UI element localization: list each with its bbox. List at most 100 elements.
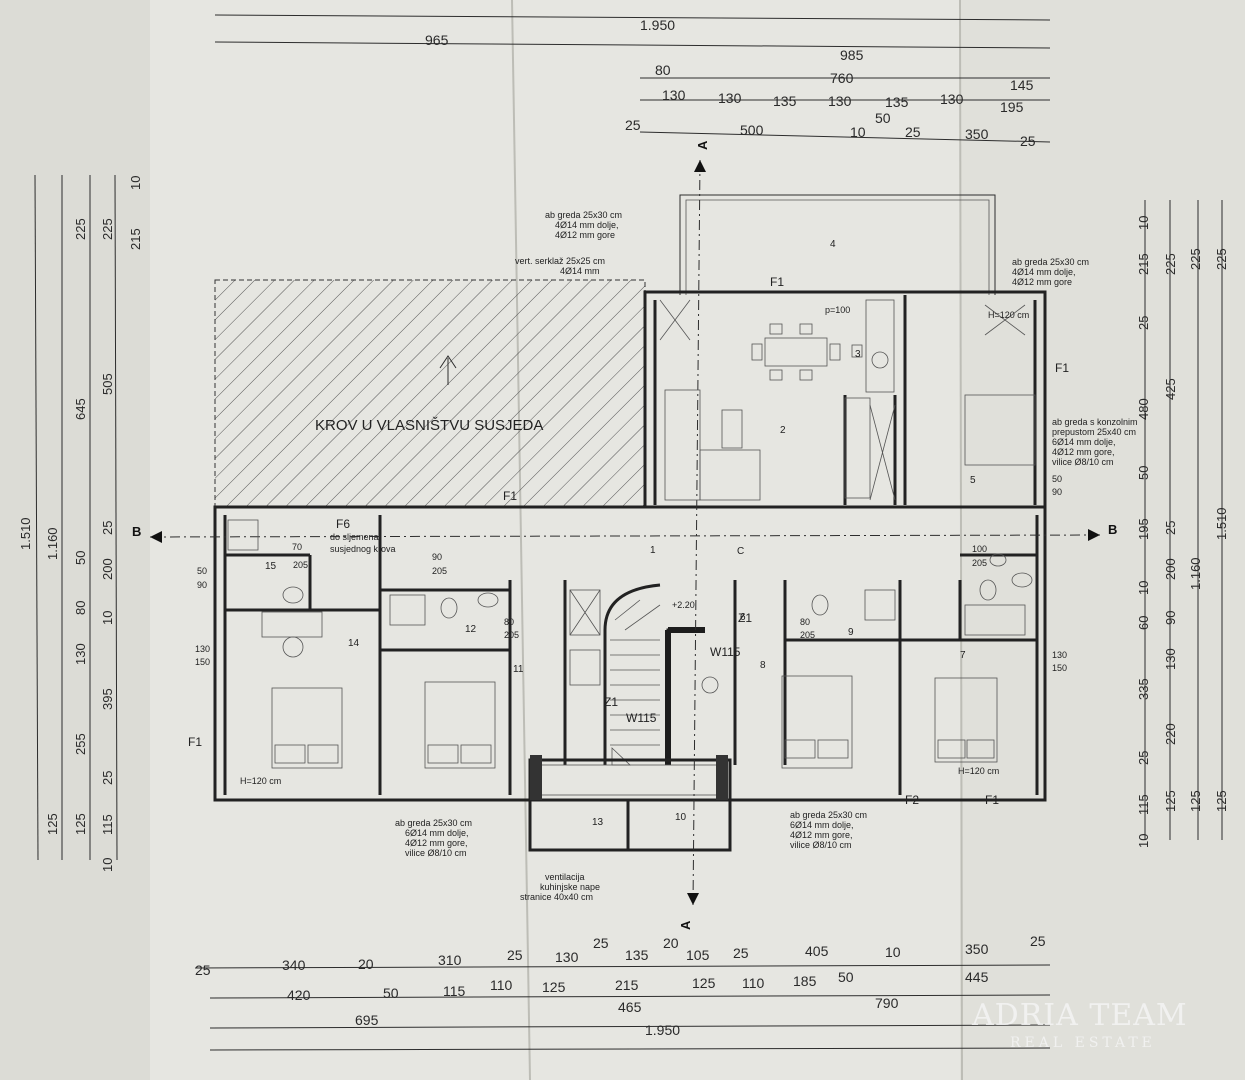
dim-left-10b: 10 <box>100 858 115 872</box>
sd-12: 100 <box>972 544 987 554</box>
left-dimensions: 1.510 1.160 125 225 645 50 80 130 255 12… <box>18 174 143 872</box>
dim-right-60: 60 <box>1136 616 1151 630</box>
dim-right-335: 335 <box>1136 678 1151 700</box>
dim-left-115: 115 <box>100 814 115 835</box>
bed-room-5 <box>964 394 1036 466</box>
dim-right-215: 215 <box>1136 253 1151 275</box>
room-5: 5 <box>970 475 976 486</box>
note-beam-rc-4: vilice Ø8/10 cm <box>1052 457 1114 467</box>
dim-right-50: 50 <box>1136 466 1151 480</box>
building-walls <box>149 159 1101 906</box>
paper-fold-right <box>959 0 963 1080</box>
dim-bot3-1: 465 <box>618 999 642 1015</box>
dim-bot2-6: 125 <box>692 975 716 991</box>
dim-bot1-13: 350 <box>965 941 989 957</box>
dim-left-50: 50 <box>73 551 88 565</box>
dim-bot2-3: 110 <box>490 977 513 993</box>
window-sill-top: p=100 <box>825 305 850 315</box>
window-height-left: H=120 cm <box>240 776 281 786</box>
sd-3: 205 <box>432 566 447 576</box>
room-2: 2 <box>780 425 786 436</box>
window-height-top-right: H=120 cm <box>988 310 1029 320</box>
sd-24: 50 <box>1052 474 1062 484</box>
note-beam-tr-0: ab greda 25x30 cm <box>1012 257 1089 267</box>
watermark-line1: ADRIA TEAM <box>971 998 1188 1033</box>
bed-room-11 <box>424 681 496 769</box>
sd-20: 130 <box>195 644 210 654</box>
dining-table <box>764 337 828 367</box>
sofa <box>664 389 701 501</box>
dim-right-25b: 25 <box>1136 751 1151 765</box>
dim-right-425: 425 <box>1163 378 1178 400</box>
dim-bot2-10: 445 <box>965 969 989 985</box>
dim-bot1-0: 25 <box>195 962 211 978</box>
column-left-entry <box>530 755 542 800</box>
dim-row4-g: 195 <box>1000 99 1024 115</box>
window-f1-left: F1 <box>188 735 202 749</box>
dim-right-10b: 10 <box>1136 581 1151 595</box>
dim-row3-a: 80 <box>655 62 671 78</box>
room-13: 13 <box>592 817 604 828</box>
note-serklaz-1: 4Ø14 mm <box>560 266 600 276</box>
dim-left-225b: 225 <box>100 218 115 240</box>
bed-room-8 <box>781 675 853 769</box>
dim-bot1-3: 310 <box>438 952 462 968</box>
room-3: 3 <box>855 349 861 360</box>
dim-bot3-0: 695 <box>355 1012 379 1028</box>
room-1: 1 <box>650 545 656 556</box>
note-f6-2: susjednog krova <box>330 544 396 554</box>
room-12: 12 <box>465 624 477 635</box>
paper-shade-right <box>960 0 1245 1080</box>
dim-row4-c: 135 <box>773 93 797 109</box>
opening-labels: F1 F1 F1 F1 F1 F2 F6 W115 W115 Z1 Z1 H=1… <box>188 275 1069 807</box>
dim-row4b: 50 <box>875 110 891 126</box>
dim-bot2-7: 110 <box>742 975 765 991</box>
dim-bot1-12: 10 <box>885 944 901 960</box>
note-beam-rc-2: 6Ø14 mm dolje, <box>1052 437 1116 447</box>
sd-19: 90 <box>197 580 207 590</box>
room-15: 15 <box>265 561 277 572</box>
note-beam-tl-1: 4Ø14 mm dolje, <box>555 220 619 230</box>
window-f1-bottom: F1 <box>985 793 999 807</box>
dim-bot2-9: 50 <box>838 969 854 985</box>
dim-right-10c: 10 <box>1136 834 1151 848</box>
room-numbers: 1 2 3 4 5 6 7 8 9 10 11 12 13 14 15 C <box>265 239 976 828</box>
dim-bot1-8: 20 <box>663 935 679 951</box>
note-vent-2: stranice 40x40 cm <box>520 892 593 902</box>
room-8: 8 <box>760 660 766 671</box>
dim-right-225: 225 <box>1163 253 1178 275</box>
section-b-left: B <box>132 524 141 539</box>
note-beam-br-1: 6Ø14 mm dolje, <box>790 820 854 830</box>
dim-bot2-2: 115 <box>443 983 466 999</box>
sd-23: 150 <box>1052 663 1067 673</box>
dim-right-115: 115 <box>1136 794 1151 815</box>
dim-bot2-8: 185 <box>793 973 817 989</box>
dim-bot4-0: 1.950 <box>645 1022 680 1038</box>
dim-right-480: 480 <box>1136 398 1151 420</box>
window-f6: F6 <box>336 517 350 531</box>
dim-bot2-1: 50 <box>383 985 399 1001</box>
door-w115-b: W115 <box>626 711 657 725</box>
dim-row5-c: 10 <box>850 124 866 140</box>
paper-shade-left <box>0 0 150 1080</box>
note-beam-tl-0: ab greda 25x30 cm <box>545 210 622 220</box>
sd-4: 80 <box>504 617 514 627</box>
door-w115-a: W115 <box>710 645 741 659</box>
dim-left-1160: 1.160 <box>45 527 60 560</box>
structural-notes: ab greda 25x30 cm 4Ø14 mm dolje, 4Ø12 mm… <box>330 210 1138 902</box>
dim-left-125b: 125 <box>73 813 88 835</box>
window-f1-roof: F1 <box>503 489 517 503</box>
dim-right-225b: 225 <box>1188 248 1203 270</box>
bottom-dimensions: 25 340 20 310 25 130 25 135 20 105 25 40… <box>194 933 1051 1051</box>
window-height-right: H=120 cm <box>958 766 999 776</box>
section-a-top: A <box>695 140 710 150</box>
dim-bot1-6: 25 <box>593 935 609 951</box>
dim-bot1-9: 105 <box>686 947 710 963</box>
room-9: 9 <box>848 627 854 638</box>
dim-left-645: 645 <box>73 398 88 420</box>
dim-right-195: 195 <box>1136 518 1151 540</box>
dim-bot2-4: 125 <box>542 979 566 995</box>
note-beam-bl-2: 4Ø12 mm gore, <box>405 838 468 848</box>
section-b-right: B <box>1108 522 1117 537</box>
